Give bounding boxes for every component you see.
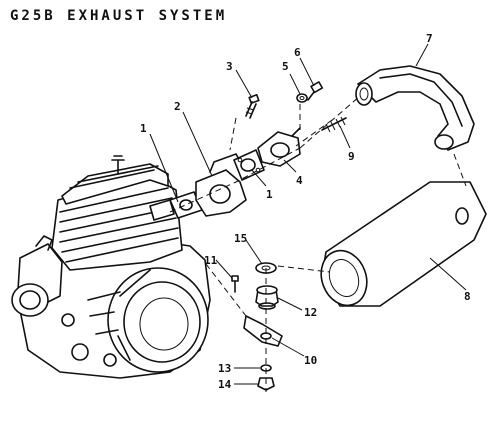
diagram-title: G25B EXHAUST SYSTEM [10,8,228,24]
bolt-6 [307,81,324,101]
callout-6-bolt: 6 [294,46,301,59]
callout-1-left-gasket: 1 [140,122,147,135]
callout-5-washer: 5 [282,60,289,73]
muffler-8 [320,181,487,307]
bolt-3 [245,94,260,119]
callout-8-muffler: 8 [464,290,471,303]
washer-5 [296,93,308,103]
callout-3-bolt: 3 [226,60,233,73]
flange-plate-4 [257,127,301,167]
callout-numbers: 1 2 3 1 4 5 6 7 9 8 15 11 12 10 13 14 [140,32,471,391]
callout-15-washer: 15 [234,232,247,245]
leader-lines [149,43,467,385]
bracket-10 [243,315,283,347]
spring-9 [321,116,347,133]
callout-4-flange-plate: 4 [296,174,303,187]
assembly-centerlines [169,95,467,392]
callout-9-spring: 9 [348,150,355,163]
gasket-1-right [233,149,265,181]
callout-13-washer: 13 [218,362,231,375]
rubber-mount-12 [255,285,279,310]
callout-1-right-gasket: 1 [266,188,273,201]
exhaust-pipe-7 [355,65,475,151]
callout-10-bracket: 10 [304,354,317,367]
engine-assembly [11,155,211,379]
callout-11-bolt: 11 [204,254,218,267]
callout-7-exhaust-pipe: 7 [426,32,433,45]
callout-2-flange: 2 [174,100,181,113]
callout-14-nut: 14 [218,378,232,391]
bolt-11 [231,275,239,293]
callout-12-rubber-mount: 12 [304,306,317,319]
